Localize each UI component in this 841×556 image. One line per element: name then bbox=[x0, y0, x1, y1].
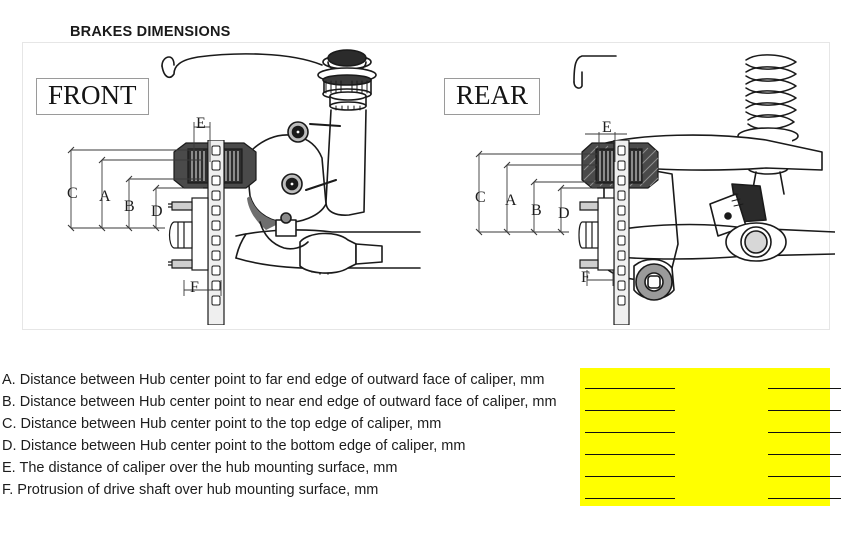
rear-dim-label-c: C bbox=[475, 189, 486, 206]
legend-item-e: E. The distance of caliper over the hub … bbox=[2, 460, 398, 476]
page-title: BRAKES DIMENSIONS bbox=[70, 24, 231, 40]
front-dim-label-b: B bbox=[124, 198, 135, 215]
legend-item-a: A. Distance between Hub center point to … bbox=[2, 372, 545, 388]
front-dim-label-c: C bbox=[67, 185, 78, 202]
answer-row bbox=[0, 476, 841, 498]
rear-dim-label-e: E bbox=[602, 119, 612, 136]
rear-dim-label-b: B bbox=[531, 202, 542, 219]
answer-blank-d-left[interactable] bbox=[585, 454, 675, 455]
answer-row bbox=[0, 388, 841, 410]
answer-highlight-band bbox=[580, 368, 830, 506]
answer-blank-a-left[interactable] bbox=[585, 388, 675, 389]
answer-row bbox=[0, 454, 841, 476]
answer-blank-d-right[interactable] bbox=[768, 454, 841, 455]
answer-row bbox=[0, 498, 841, 520]
front-view-label: FRONT bbox=[36, 78, 149, 116]
answer-blank-f-left[interactable] bbox=[585, 498, 675, 499]
rear-dim-label-f: F bbox=[581, 269, 590, 286]
front-hub-disc-caliper-section bbox=[168, 140, 257, 325]
answer-row bbox=[0, 410, 841, 432]
front-dim-label-e: E bbox=[196, 115, 206, 132]
legend-list: A. Distance between Hub center point to … bbox=[2, 369, 602, 501]
rear-view-label: REAR bbox=[444, 78, 541, 116]
answer-blank-c-left[interactable] bbox=[585, 432, 675, 433]
answer-blank-b-right[interactable] bbox=[768, 410, 841, 411]
answer-blank-e-left[interactable] bbox=[585, 476, 675, 477]
answer-blank-c-right[interactable] bbox=[768, 432, 841, 433]
legend-item-b: B. Distance between Hub center point to … bbox=[2, 394, 557, 410]
answer-blank-e-right[interactable] bbox=[768, 476, 841, 477]
answer-blank-a-right[interactable] bbox=[768, 388, 841, 389]
answer-row bbox=[0, 432, 841, 454]
front-assembly-illustration bbox=[161, 49, 421, 275]
rear-dim-label-d: D bbox=[558, 205, 570, 222]
front-dim-label-a: A bbox=[99, 188, 111, 205]
legend-item-c: C. Distance between Hub center point to … bbox=[2, 416, 442, 432]
legend-item-f: F. Protrusion of drive shaft over hub mo… bbox=[2, 482, 379, 498]
answer-fields bbox=[0, 358, 841, 518]
rear-hub-disc-caliper-section bbox=[578, 140, 659, 325]
legend-item-d: D. Distance between Hub center point to … bbox=[2, 438, 466, 454]
answer-blank-f-right[interactable] bbox=[768, 498, 841, 499]
front-dim-label-f: F bbox=[190, 279, 199, 296]
front-dim-label-d: D bbox=[151, 203, 163, 220]
rear-dim-label-a: A bbox=[505, 192, 517, 209]
answer-blank-b-left[interactable] bbox=[585, 410, 675, 411]
